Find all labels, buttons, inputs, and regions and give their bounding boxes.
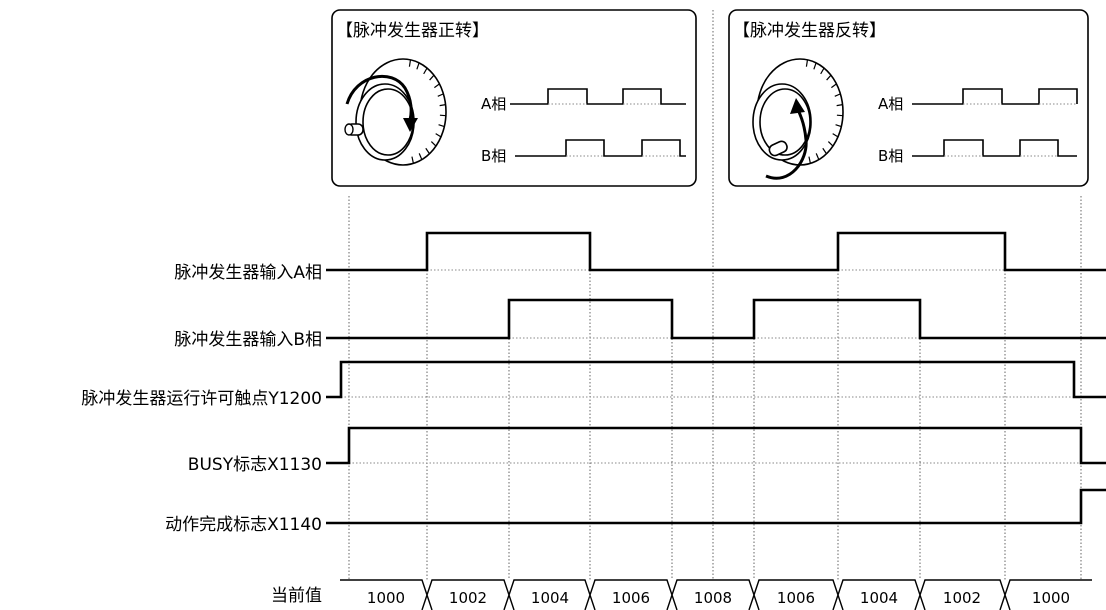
dial-tick xyxy=(408,59,412,67)
signal-label-y1200: 脉冲发生器运行许可触点Y1200 xyxy=(81,389,322,409)
signal-label-b-phase: 脉冲发生器输入B相 xyxy=(174,330,322,350)
signal-label-x1140: 动作完成标志X1140 xyxy=(165,515,322,535)
handwheel-icon xyxy=(344,58,447,166)
forward-panel: 【脉冲发生器正转】 A相 B相 xyxy=(331,9,697,187)
dial-tick xyxy=(439,104,446,107)
phase-b-waveform xyxy=(912,139,1077,157)
current-value-cell: 1002 xyxy=(943,589,981,607)
dial-tick xyxy=(831,83,837,89)
phase-b-label: B相 xyxy=(481,147,506,165)
dial-tick xyxy=(808,156,811,164)
signal-waveforms xyxy=(326,231,1106,525)
waveform-b-phase xyxy=(326,298,1106,340)
waveform-y1200 xyxy=(326,360,1106,399)
panel-title: 【脉冲发生器反转】 xyxy=(733,21,886,41)
dial-tick xyxy=(411,156,414,164)
dial-tick xyxy=(822,147,827,155)
signal-labels: 脉冲发生器输入A相 脉冲发生器输入B相 脉冲发生器运行许可触点Y1200 BUS… xyxy=(81,263,322,606)
current-value-cell: 1006 xyxy=(612,589,650,607)
dial-tick xyxy=(836,104,843,107)
dial-tick xyxy=(416,62,420,70)
dial-tick xyxy=(813,62,817,70)
dial-tick xyxy=(429,74,435,81)
waveform-x1130 xyxy=(326,426,1106,465)
signal-label-a-phase: 脉冲发生器输入A相 xyxy=(174,263,322,283)
dial-tick xyxy=(834,93,841,97)
dial-tick xyxy=(832,133,839,138)
dial-tick xyxy=(438,124,445,128)
dial-tick xyxy=(815,153,820,160)
current-value-cell: 1002 xyxy=(449,589,487,607)
bus-outline xyxy=(340,579,1092,610)
reverse-panel: 【脉冲发生器反转】 A相 B相 xyxy=(728,9,1089,187)
current-value-cell: 1000 xyxy=(367,589,405,607)
phase-a-label: A相 xyxy=(878,95,903,113)
dial-tick xyxy=(425,147,430,155)
phase-a-label: A相 xyxy=(481,95,506,113)
dial-tick xyxy=(434,83,440,89)
waveform-x1140 xyxy=(326,488,1106,525)
timing-guides xyxy=(341,10,1082,580)
dial-tick xyxy=(423,67,428,75)
guide-line xyxy=(548,103,680,157)
dial-tick xyxy=(430,141,437,147)
signal-label-x1130: BUSY标志X1130 xyxy=(188,455,322,475)
dial-tick xyxy=(820,67,825,75)
current-value-cell: 1006 xyxy=(777,589,815,607)
phase-b-waveform xyxy=(515,139,686,157)
dial-tick xyxy=(418,153,423,160)
current-value-cell: 1004 xyxy=(531,589,569,607)
dial-tick xyxy=(826,74,832,81)
dial-tick xyxy=(435,133,442,138)
current-value-cell: 1008 xyxy=(694,589,732,607)
guide-line xyxy=(944,103,1077,157)
waveform-a-phase xyxy=(326,231,1106,272)
dial-tick xyxy=(835,124,842,128)
current-value-cell: 1000 xyxy=(1032,589,1070,607)
rotation-arrow-counterclockwise-icon xyxy=(765,98,808,180)
dial-tick xyxy=(827,141,834,147)
phase-a-waveform xyxy=(510,88,686,105)
dial-tick xyxy=(805,59,809,67)
dial-tick xyxy=(437,93,444,97)
current-value-bus: 1000 1002 1004 1006 1008 1006 1004 1002 … xyxy=(340,579,1092,610)
rotation-arrow-clockwise-icon xyxy=(345,74,418,132)
current-value-label: 当前值 xyxy=(271,586,322,606)
phase-b-label: B相 xyxy=(878,147,903,165)
current-value-cell: 1004 xyxy=(860,589,898,607)
panel-title: 【脉冲发生器正转】 xyxy=(336,21,489,41)
